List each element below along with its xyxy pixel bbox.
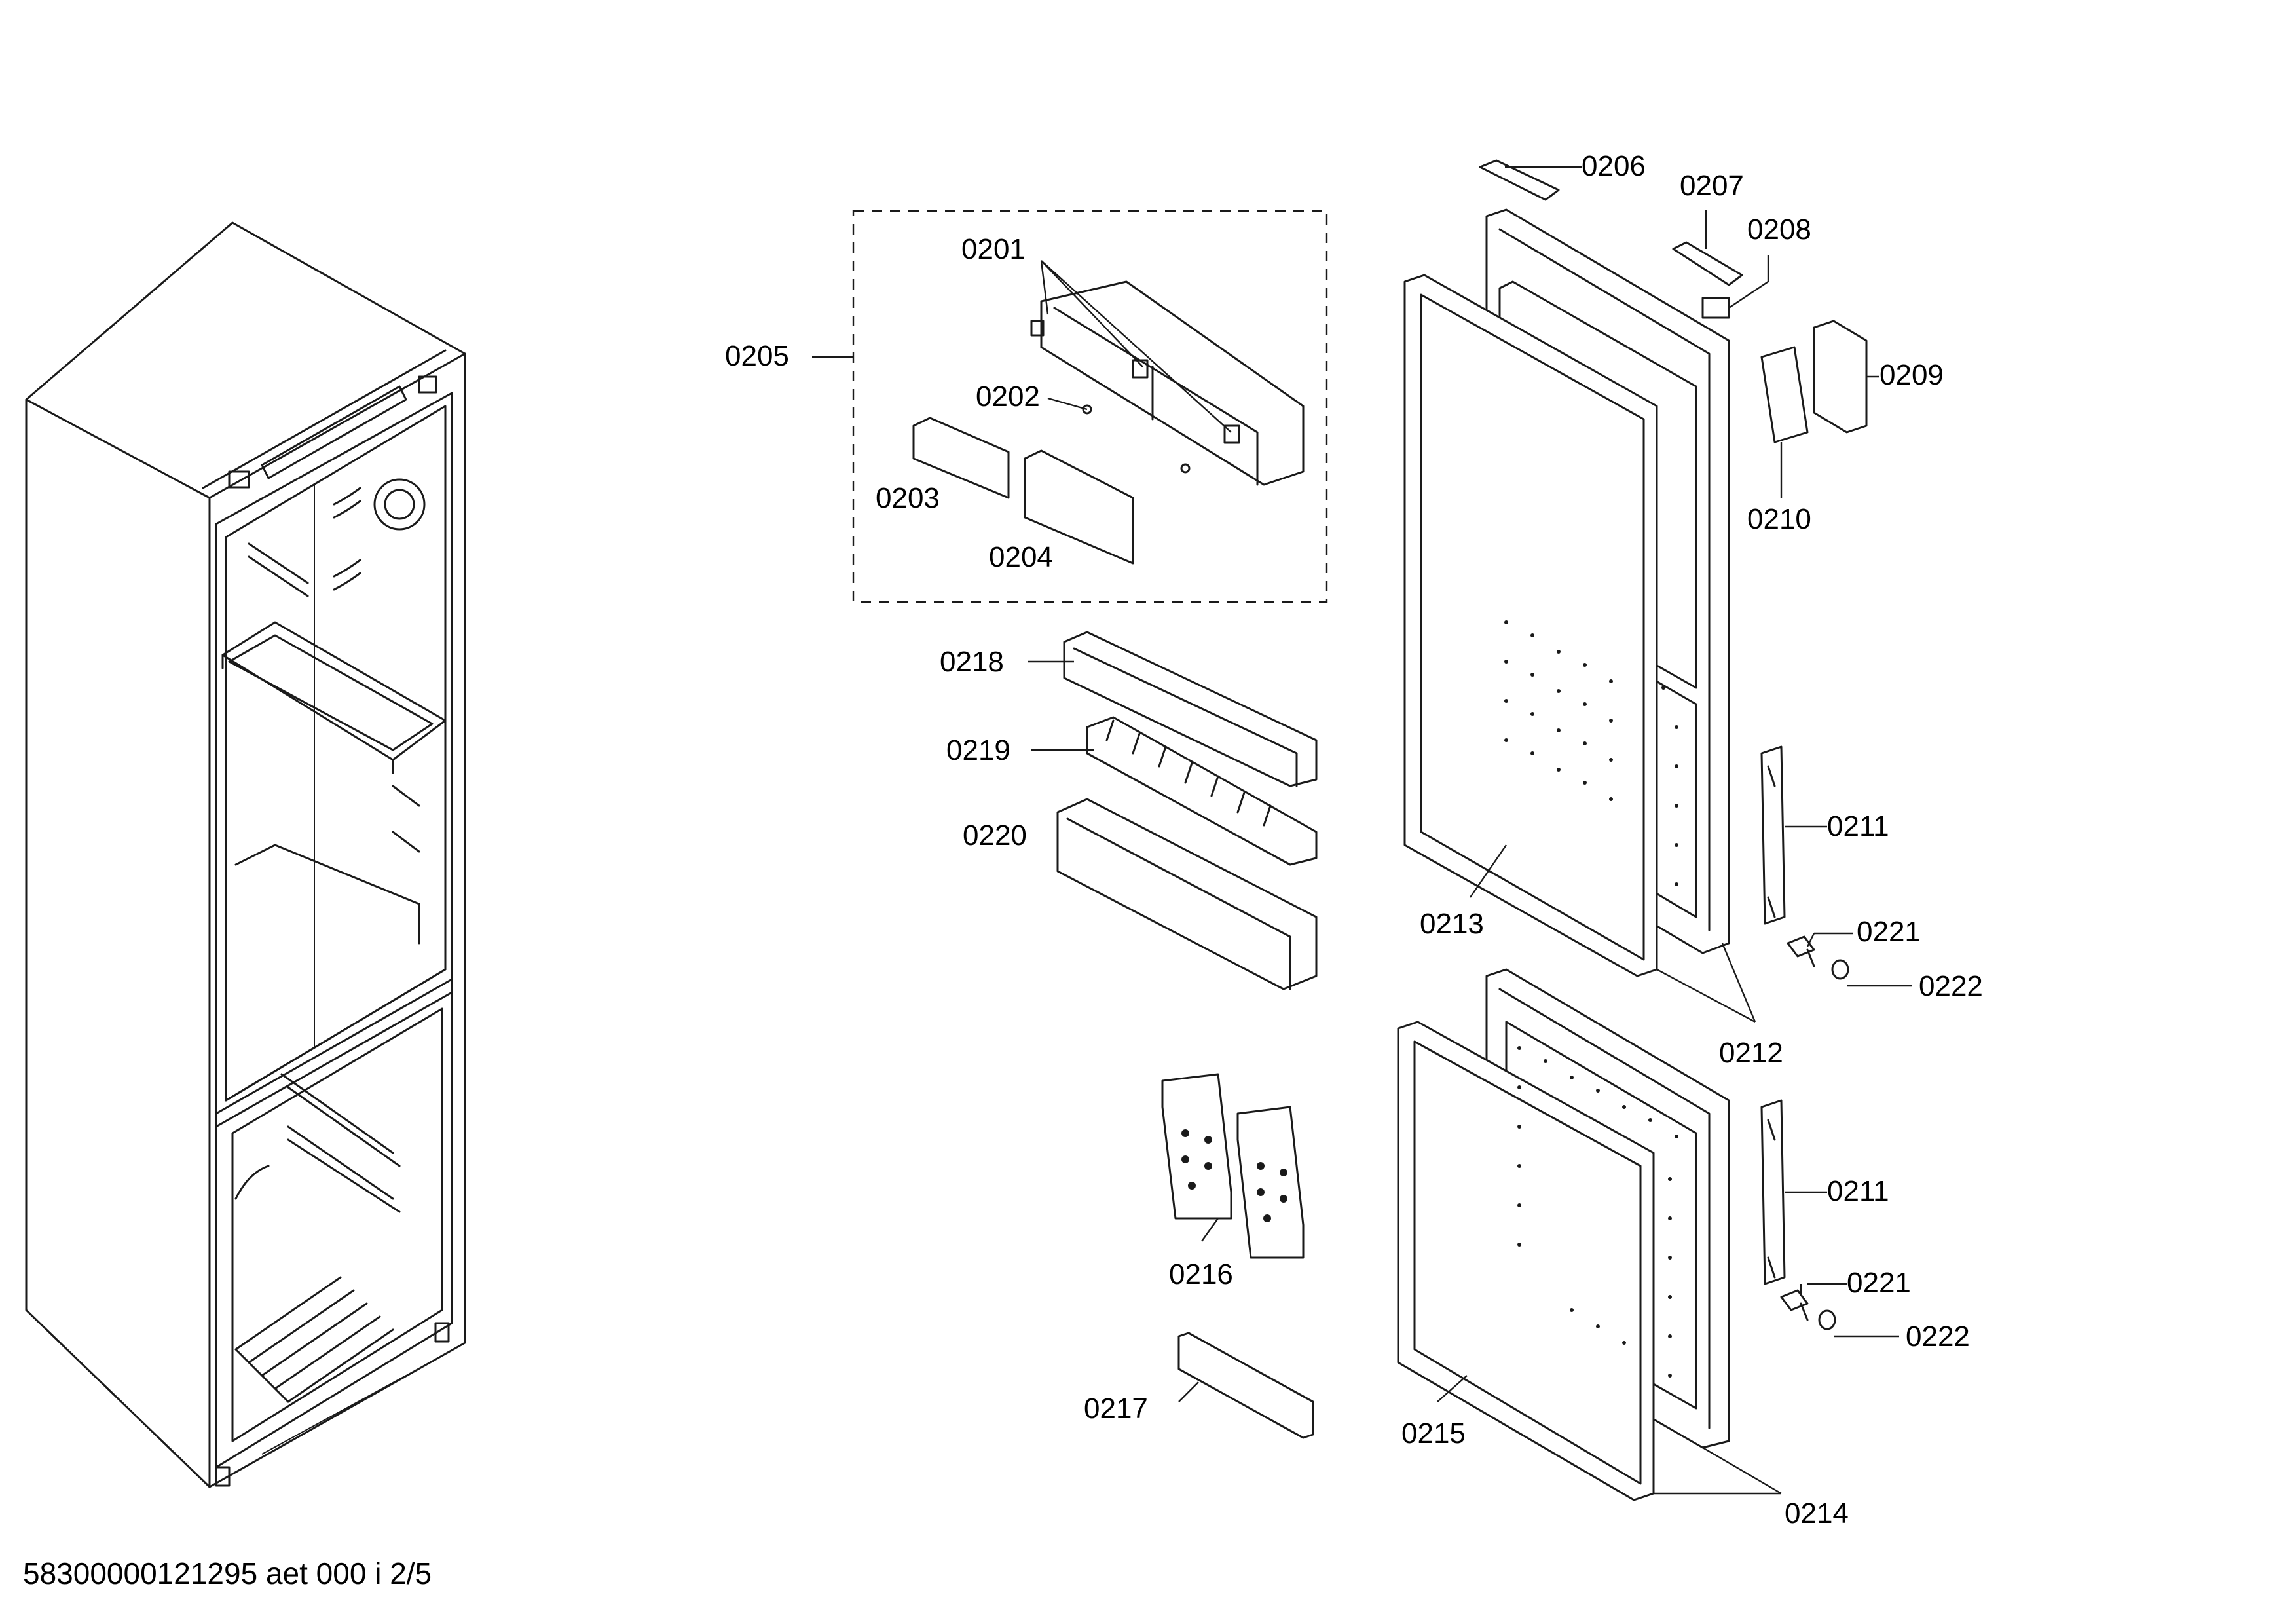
callout-0214: 0214 (1785, 1497, 1849, 1530)
callout-0208: 0208 (1747, 214, 1811, 246)
cap-lower (1818, 1309, 1836, 1330)
callout-0201: 0201 (961, 233, 1026, 265)
callout-0205: 0205 (725, 340, 789, 372)
upper-door-gasket (1403, 274, 1658, 977)
callout-0213: 0213 (1420, 908, 1484, 940)
callout-0211-lower: 0211 (1827, 1175, 1889, 1207)
callout-0221-upper: 0221 (1857, 916, 1921, 948)
cap-upper (1831, 959, 1849, 980)
callout-0222-upper: 0222 (1919, 970, 1983, 1002)
callout-0215: 0215 (1401, 1417, 1466, 1450)
callout-0222-lower: 0222 (1906, 1321, 1970, 1353)
callout-0210: 0210 (1747, 503, 1811, 535)
callout-0211-upper: 0211 (1827, 810, 1889, 842)
part-small-bar (1177, 1332, 1314, 1439)
part-pin (1180, 463, 1191, 474)
part-door-tray (1063, 631, 1318, 787)
lower-door-perforation (1517, 1046, 1678, 1378)
part-hinge-clip (1701, 297, 1730, 319)
part-flap-left (912, 417, 1010, 499)
part-shelf-holder (1030, 280, 1305, 486)
callout-0218: 0218 (940, 646, 1004, 678)
part-flap-right (1024, 449, 1134, 565)
document-reference-code: 58300000121295 aet 000 i 2/5 (23, 1556, 432, 1590)
part-pin (1082, 404, 1092, 415)
lower-handle (1760, 1099, 1786, 1285)
callout-0209: 0209 (1879, 359, 1944, 391)
callout-0219: 0219 (946, 734, 1010, 766)
callout-0216: 0216 (1169, 1258, 1233, 1290)
part-cool-packs (1161, 1073, 1305, 1259)
callout-0203: 0203 (876, 482, 940, 514)
callout-labels: 0201 0202 0203 0204 0205 0206 0207 0208 … (725, 150, 1983, 1530)
callout-0202: 0202 (976, 381, 1040, 413)
callout-0207: 0207 (1680, 170, 1744, 202)
part-top-cover (1479, 159, 1560, 201)
callout-0206: 0206 (1582, 150, 1646, 182)
upper-handle (1760, 745, 1786, 925)
leader-lines (812, 166, 1912, 1495)
part-tray-insert (1086, 716, 1318, 866)
fridge-cabinet (25, 221, 466, 1488)
screw-upper (1787, 935, 1815, 967)
screw-lower (1780, 1289, 1809, 1321)
callout-0204: 0204 (989, 541, 1053, 573)
part-hinge-cover (1672, 241, 1743, 286)
assembly-group-box (852, 210, 1328, 603)
part-light-housing (1813, 320, 1868, 434)
callout-0221-lower: 0221 (1847, 1267, 1911, 1299)
callout-0212: 0212 (1719, 1037, 1783, 1069)
callout-0220: 0220 (963, 819, 1027, 852)
part-light-cover (1760, 346, 1809, 443)
part-bottle-tray (1056, 798, 1318, 990)
callout-0217: 0217 (1084, 1393, 1148, 1425)
upper-door-perforation (1504, 620, 1678, 886)
